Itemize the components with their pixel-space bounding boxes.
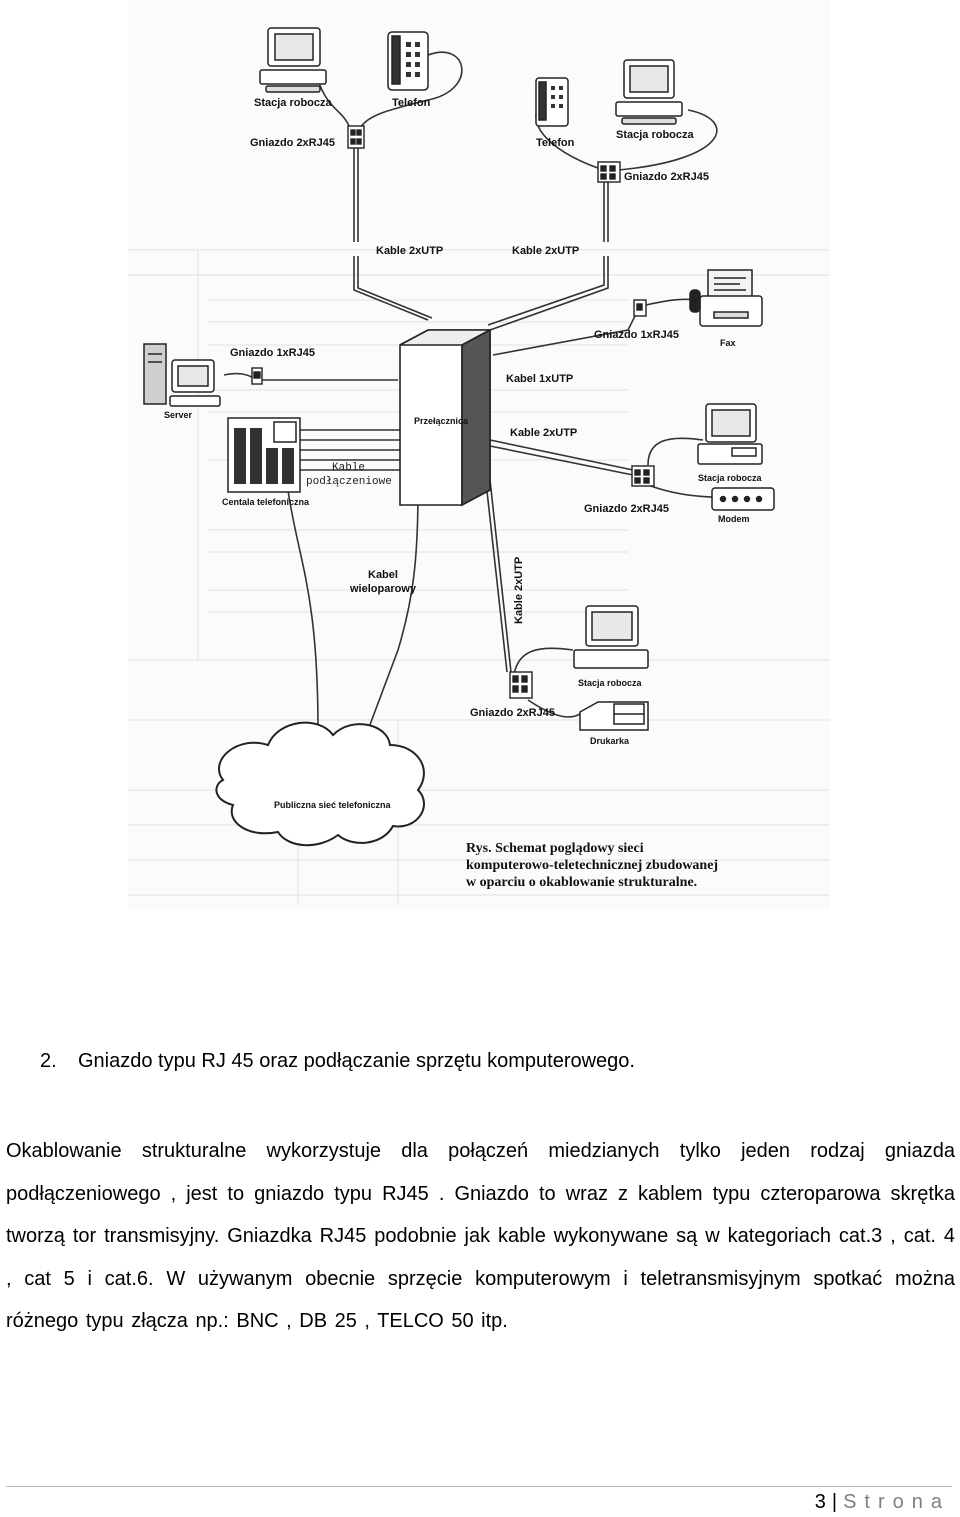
footer-separator: |: [831, 1491, 838, 1513]
server-icon: [143, 343, 221, 407]
cable-2xutp-mid-a: [489, 439, 634, 471]
label-gniazdo-1xrj45-right: Gniazdo 1xRJ45: [594, 329, 679, 341]
label-centrala: Centala telefoniczna: [222, 497, 310, 507]
modem-icon: [711, 487, 775, 511]
label-gniazdo-bottom: Gniazdo 2xRJ45: [470, 707, 555, 719]
fax-icon: [689, 269, 763, 327]
label-kabel-wieloparowy-2: wieloparowy: [349, 583, 417, 595]
label-kable-2xutp-right: Kable 2xUTP: [512, 245, 579, 257]
label-kable-2xutp-left: Kable 2xUTP: [376, 245, 443, 257]
workstation-icon: [573, 605, 649, 669]
page-number: 3: [814, 1491, 826, 1513]
footer-word: Strona: [843, 1491, 950, 1513]
printer-icon: [579, 701, 649, 731]
cable-2xutp-left-c: [353, 256, 429, 321]
cable-wieloparowy-a: [287, 489, 319, 731]
cable-stacja-top-right: [617, 109, 718, 171]
label-fax: Fax: [720, 338, 736, 348]
page-footer: 3|Strona: [815, 1491, 950, 1514]
caption-line-3: w oparciu o okablowanie strukturalne.: [466, 875, 697, 890]
telephone-icon: [535, 77, 569, 127]
cable-2xutp-mid-b: [489, 445, 634, 476]
cloud-icon: [215, 721, 425, 847]
label-kabel-wieloparowy-1: Kabel: [368, 569, 398, 581]
workstation-icon: [697, 403, 763, 465]
label-gniazdo-mid-right: Gniazdo 2xRJ45: [584, 503, 669, 515]
label-kable-podlaczeniowe-2: podłączeniowe: [306, 476, 392, 488]
label-stacja-bottom: Stacja robocza: [578, 678, 643, 688]
label-gniazdo-1xrj45-left: Gniazdo 1xRJ45: [230, 347, 315, 359]
label-telefon-top: Telefon: [392, 97, 431, 109]
caption-line-1: Rys. Schemat poglądowy sieci: [466, 841, 644, 856]
section-title: Gniazdo typu RJ 45 oraz podłączanie sprz…: [78, 1050, 635, 1072]
cable-2xutp-right-d: [489, 256, 609, 331]
cable-2xutp-vertical-a: [489, 479, 512, 673]
socket-icon: [631, 465, 655, 487]
label-telefon-right: Telefon: [536, 137, 575, 149]
network-diagram: Stacja robocza Telefon Gniazdo 2xRJ45 Te…: [128, 0, 830, 910]
socket-icon: [597, 161, 621, 183]
label-stacja-top-right: Stacja robocza: [616, 129, 695, 141]
label-stacja-top: Stacja robocza: [254, 97, 333, 109]
label-gniazdo-top-right: Gniazdo 2xRJ45: [624, 171, 709, 183]
label-kable-podlaczeniowe-1: Kable: [332, 462, 365, 474]
cable-2xutp-right-c: [487, 256, 605, 326]
cable-stacja-bottom: [513, 647, 574, 676]
cable-stacja-mid-right: [647, 437, 704, 466]
label-kabel-1xutp: Kabel 1xUTP: [506, 373, 573, 385]
label-przelacznica: Przełącznica: [414, 416, 469, 426]
label-stacja-mid-right: Stacja robocza: [698, 473, 763, 483]
caption-line-2: komputerowo-teletechnicznej zbudowanej: [466, 858, 718, 873]
workstation-icon: [259, 27, 327, 93]
socket-icon: [633, 299, 647, 317]
cable-stacja-top: [317, 79, 351, 129]
section-number: 2.: [40, 1050, 57, 1072]
label-modem: Modem: [718, 514, 750, 524]
socket-icon: [509, 671, 533, 699]
body-paragraph: Okablowanie strukturalne wykorzystuje dl…: [6, 1140, 955, 1333]
patch-panel-icon: [399, 328, 491, 507]
workstation-icon: [615, 59, 683, 125]
cable-2xutp-vertical-b: [485, 481, 508, 673]
socket-icon: [347, 125, 365, 149]
label-server: Server: [164, 410, 193, 420]
label-siec-publiczna: Publiczna sieć telefoniczna: [274, 800, 392, 810]
pbx-icon: [227, 417, 301, 493]
label-drukarka: Drukarka: [590, 736, 630, 746]
footer-divider: [6, 1486, 952, 1487]
cable-2xutp-left-d: [357, 256, 433, 319]
section-heading: 2. Gniazdo typu RJ 45 oraz podłączanie sp…: [40, 1050, 635, 1073]
label-kable-2xutp-vertical: Kable 2xUTP: [513, 557, 525, 624]
label-gniazdo-top-left: Gniazdo 2xRJ45: [250, 137, 335, 149]
cable-telefon-top: [359, 51, 463, 129]
label-kable-2xutp-mid: Kable 2xUTP: [510, 427, 577, 439]
telephone-icon: [387, 31, 429, 91]
socket-icon: [251, 367, 263, 385]
cable-wieloparowy-b: [367, 489, 419, 731]
